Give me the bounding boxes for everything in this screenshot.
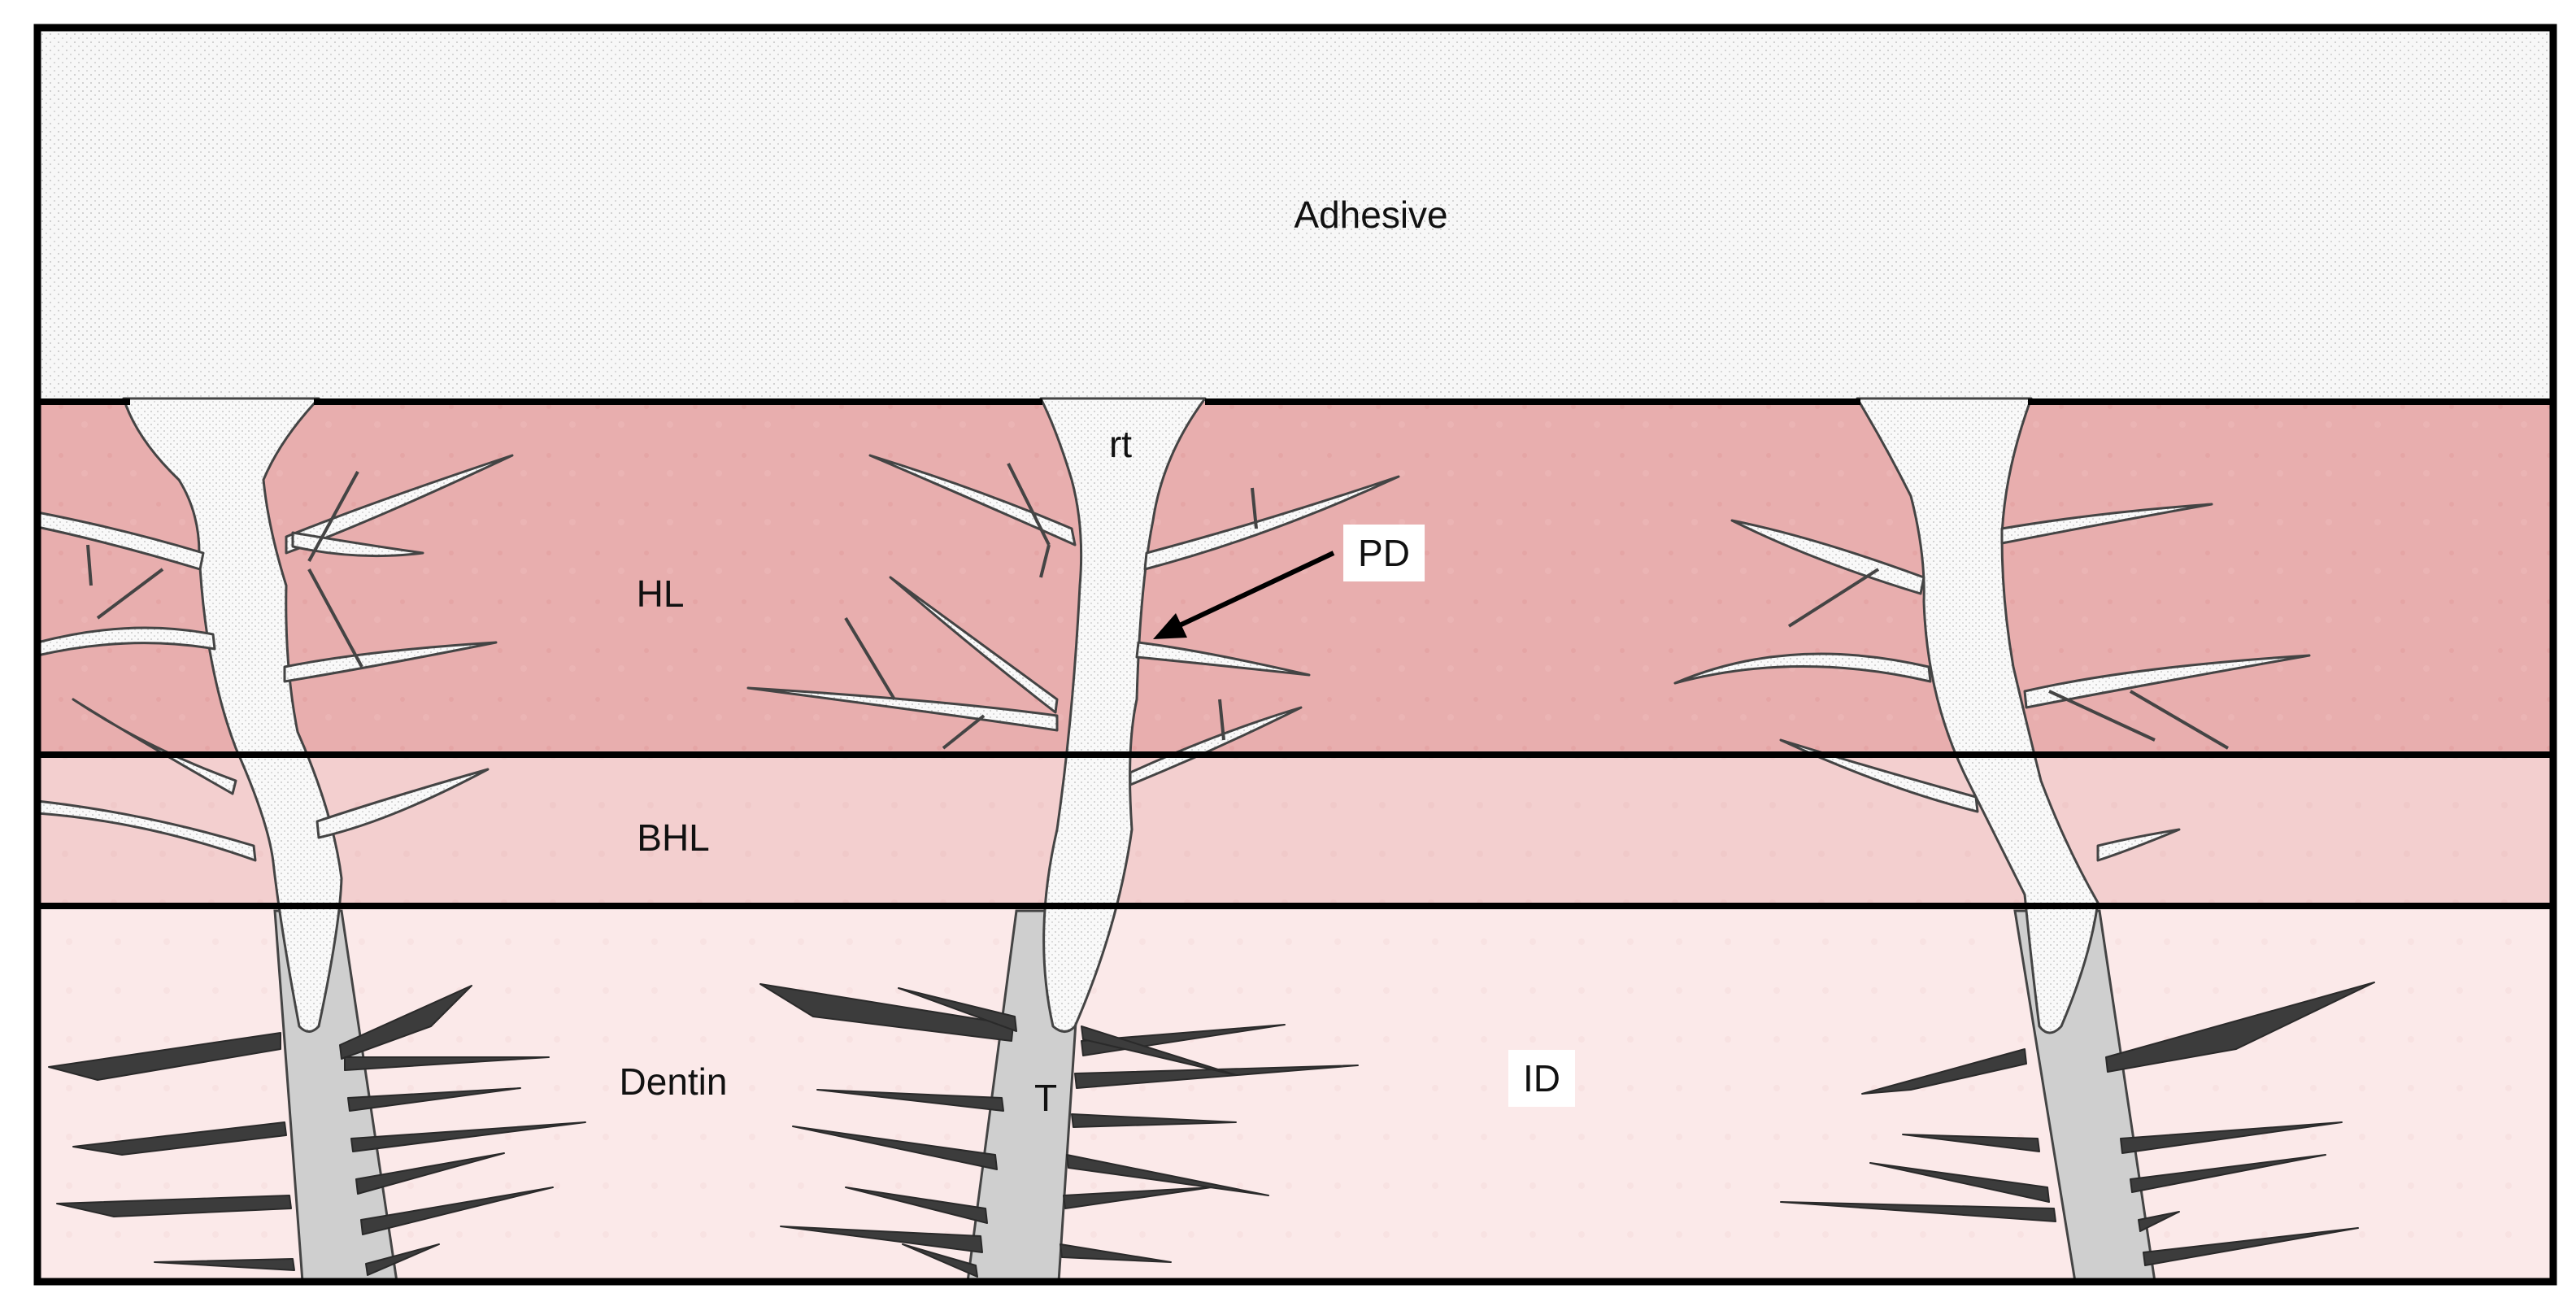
adhesive-label: Adhesive bbox=[1294, 194, 1448, 236]
hybrid-layer bbox=[37, 402, 2553, 755]
dentin-lateral-branches bbox=[48, 982, 2375, 1278]
bhl-label: BHL bbox=[637, 816, 710, 859]
pd-label: PD bbox=[1343, 525, 1425, 581]
hl-label: HL bbox=[636, 573, 685, 615]
resin-tags bbox=[122, 397, 2100, 1034]
hybrid-lateral-branches bbox=[36, 454, 2311, 862]
diagram-border bbox=[33, 24, 2557, 1286]
pd-arrow bbox=[1153, 551, 1335, 639]
resin-tag-2 bbox=[1039, 397, 1207, 1033]
adhesive-layer bbox=[37, 28, 2553, 402]
dentin-label: Dentin bbox=[619, 1060, 728, 1103]
rt-label: rt bbox=[1108, 423, 1133, 465]
resin-tag-3 bbox=[1856, 397, 2100, 1034]
layer-boundaries bbox=[37, 398, 2553, 909]
t-label: T bbox=[1033, 1077, 1058, 1119]
branch-spines bbox=[86, 463, 2230, 750]
id-label: ID bbox=[1508, 1050, 1575, 1107]
